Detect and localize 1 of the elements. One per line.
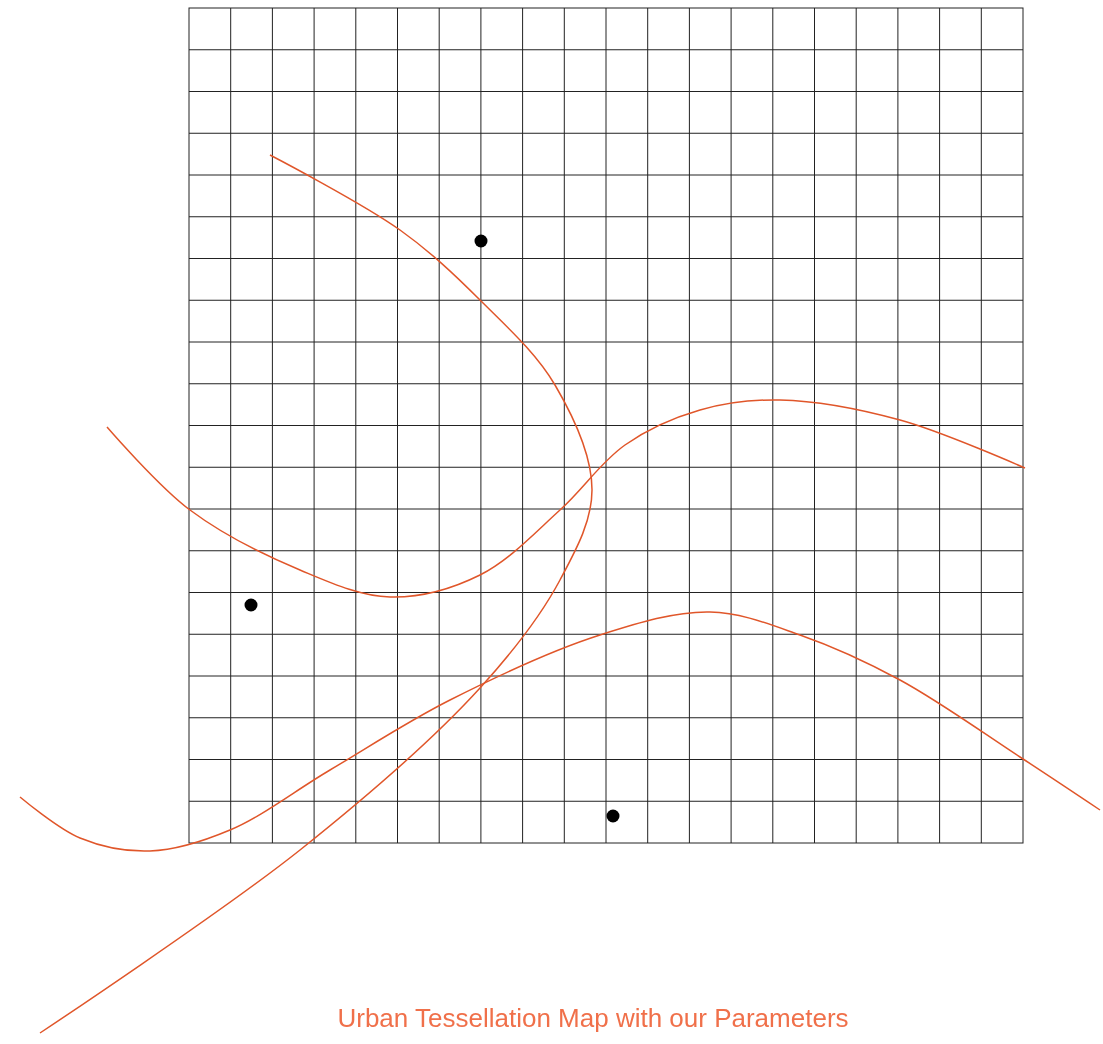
caption: Urban Tessellation Map with our Parameters — [336, 1003, 850, 1034]
